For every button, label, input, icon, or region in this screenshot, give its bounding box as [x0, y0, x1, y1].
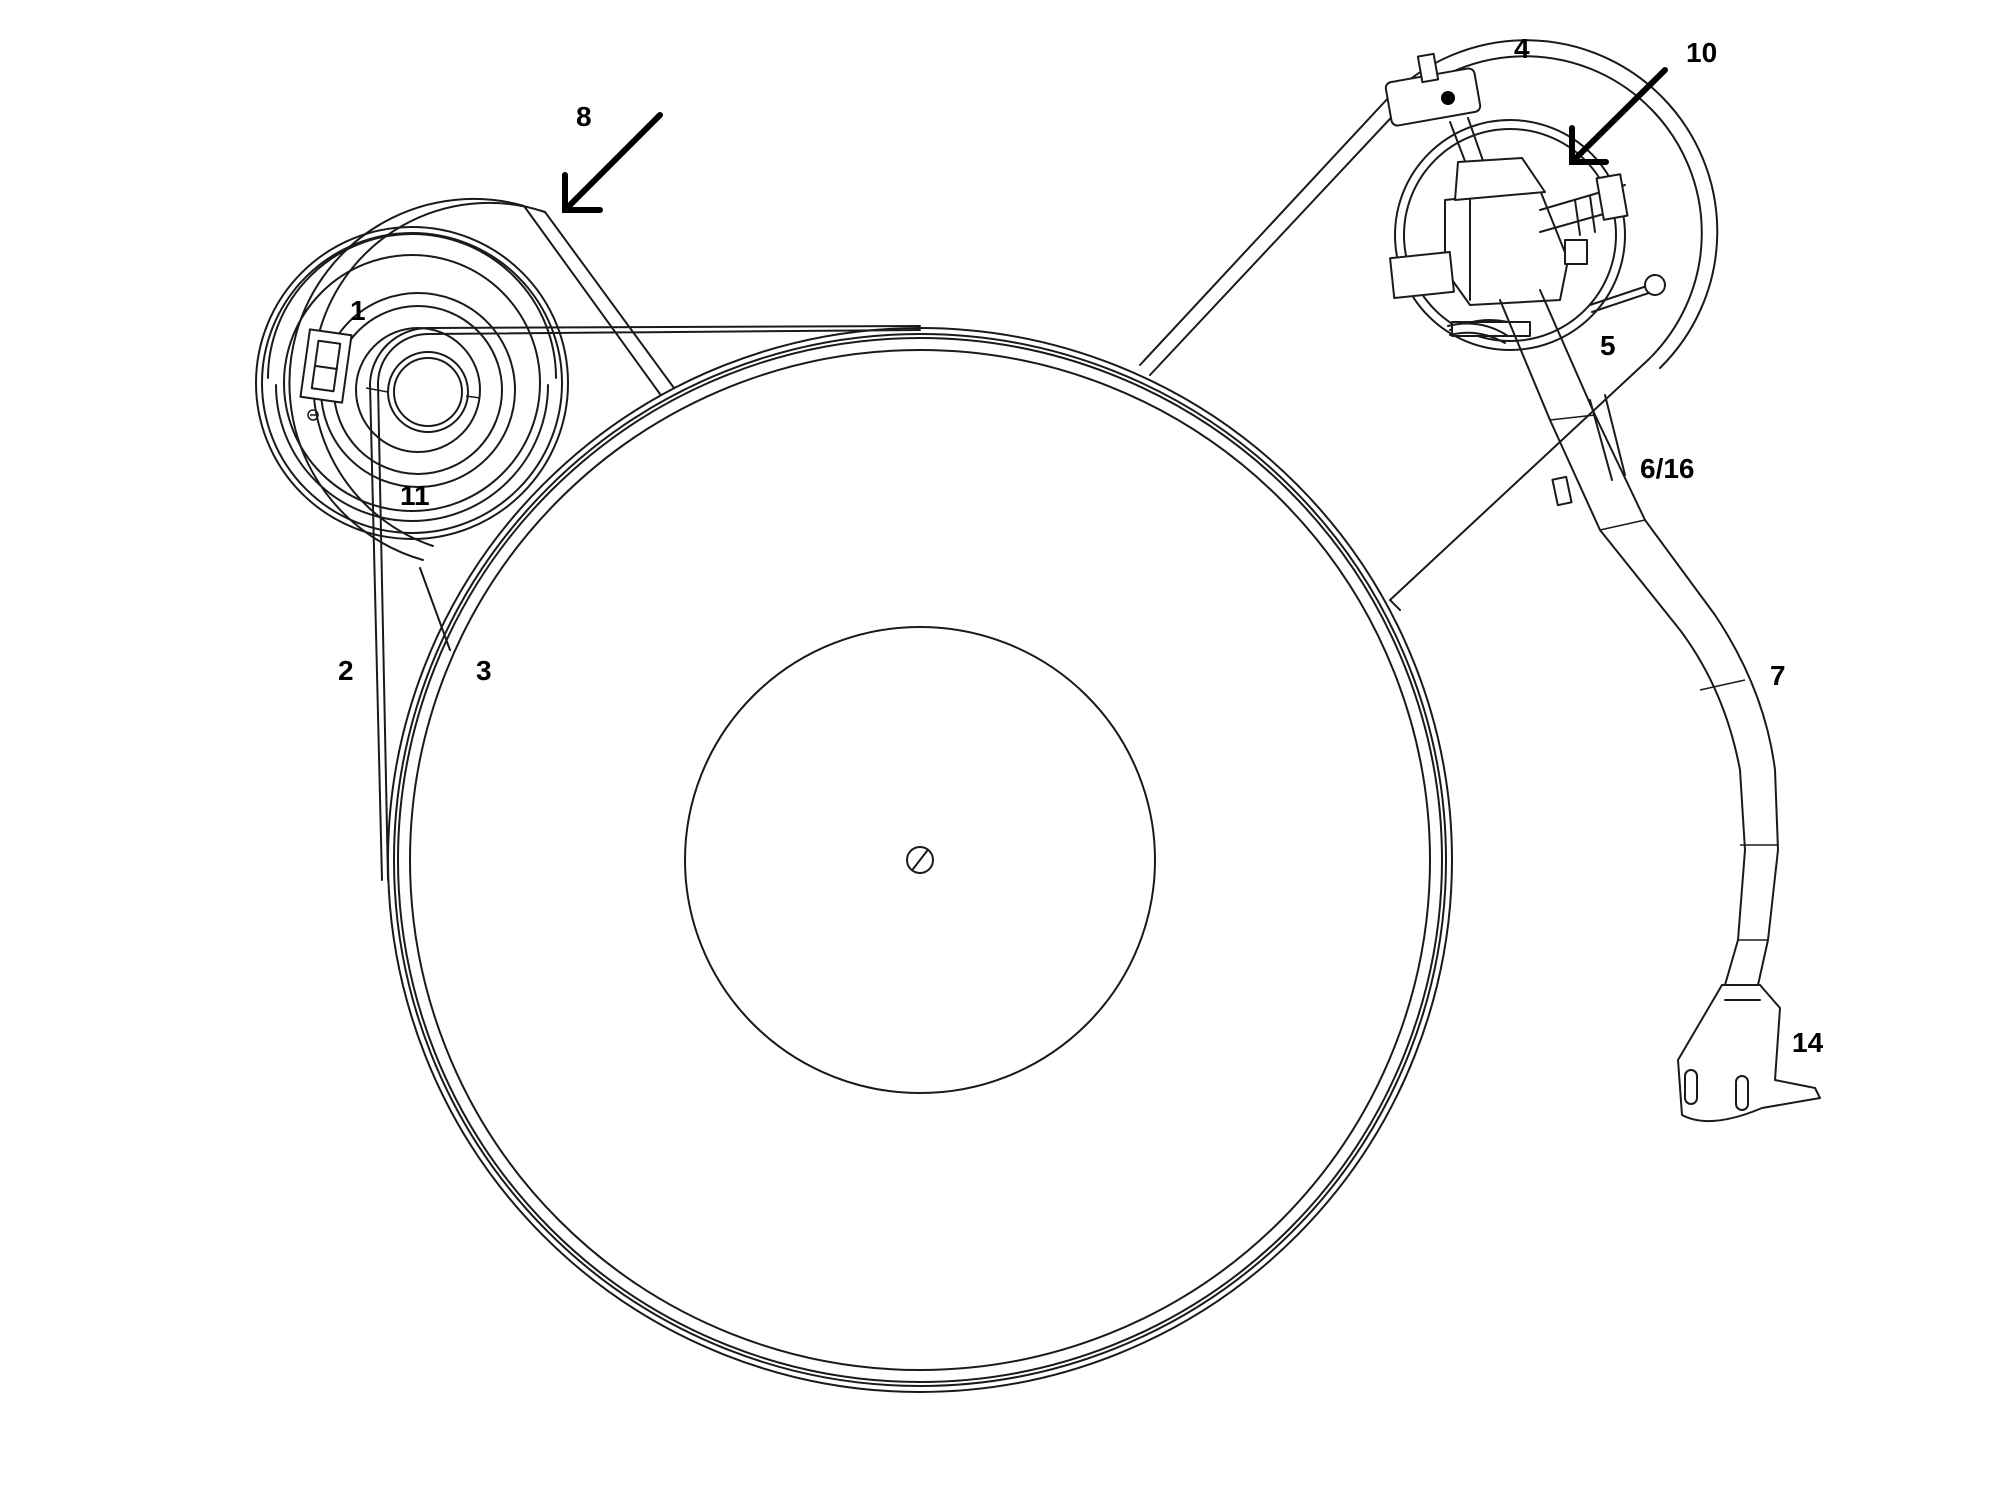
callout-7: 7	[1770, 660, 1786, 691]
motor-pulley-assembly	[255, 226, 569, 540]
callout-5: 5	[1600, 330, 1616, 361]
tonearm-base	[1394, 119, 1626, 351]
counterweight	[1384, 52, 1495, 196]
callout-14: 14	[1792, 1027, 1824, 1058]
arrow-8	[562, 112, 663, 213]
record-label	[684, 626, 1156, 1094]
arrow-10	[1569, 67, 1668, 165]
tonearm-tube	[1499, 289, 1779, 986]
callout-2: 2	[338, 655, 354, 686]
headshell	[1677, 984, 1821, 1123]
platter	[387, 327, 1453, 1393]
callout-11: 11	[400, 480, 430, 511]
power-switch	[299, 328, 353, 421]
callout-8: 8	[576, 101, 592, 132]
callout-10: 10	[1686, 37, 1717, 68]
tonearm-pivot	[1389, 157, 1629, 306]
callout-6-16: 6/16	[1640, 453, 1695, 484]
spindle	[906, 846, 934, 874]
anti-skate	[1447, 274, 1666, 344]
callout-4: 4	[1514, 33, 1530, 64]
callout-3: 3	[476, 655, 492, 686]
drive-belt	[369, 325, 921, 881]
callout-1: 1	[350, 295, 366, 326]
